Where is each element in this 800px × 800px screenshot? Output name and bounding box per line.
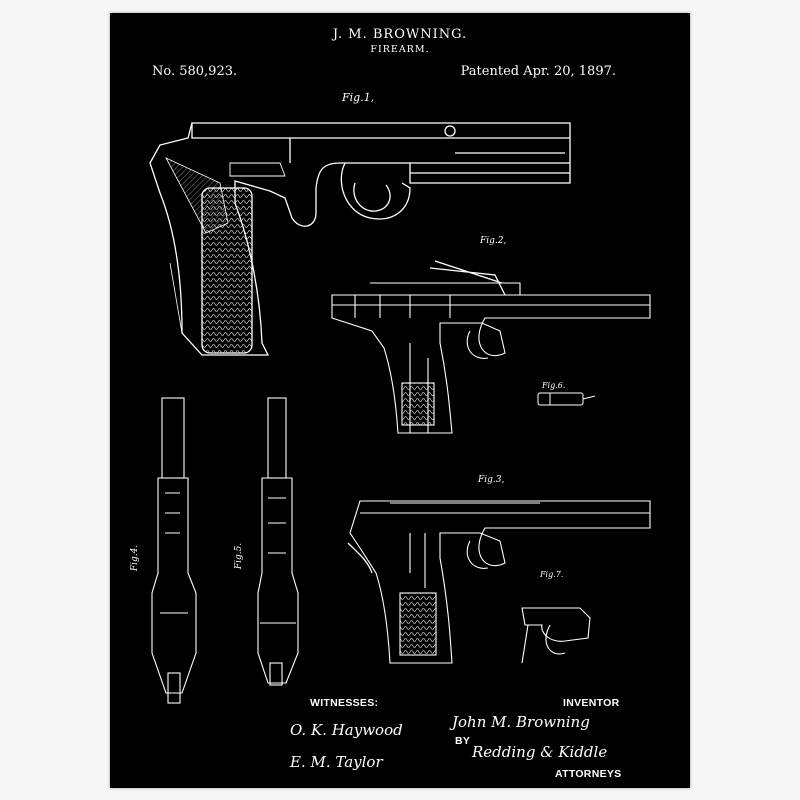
by-label: BY (455, 735, 471, 747)
inventor-signature: John M. Browning (452, 713, 590, 731)
fig4-vertical-drawing (151, 397, 197, 704)
fig3-pistol-drawing (347, 500, 651, 664)
fig2-label: Fig.2, (480, 236, 507, 246)
patent-subject: FIREARM. (370, 44, 430, 55)
patent-drawings (149, 122, 651, 704)
attorneys-signature: Redding & Kiddle (472, 743, 608, 761)
patent-poster: J. M. BROWNING. FIREARM. No. 580,923. Pa… (110, 13, 690, 788)
patent-inventor-heading: J. M. BROWNING. (332, 27, 468, 42)
fig6-label: Fig.6. (542, 381, 566, 390)
fig3-label: Fig.3, (478, 475, 505, 485)
witnesses-label: WITNESSES: (310, 697, 379, 709)
fig1-label: Fig.1, (342, 91, 375, 104)
witness2-signature: E. M. Taylor (290, 753, 383, 771)
fig2-pistol-drawing (331, 260, 651, 434)
inventor-label: INVENTOR (563, 697, 620, 709)
attorneys-label: ATTORNEYS (555, 768, 622, 780)
fig5-vertical-drawing (257, 397, 299, 686)
witness1-signature: O. K. Haywood (290, 721, 403, 739)
fig1-pistol-drawing (149, 122, 571, 356)
fig7-label: Fig.7. (540, 570, 564, 579)
fig7-part-drawing (521, 607, 591, 664)
patent-number: No. 580,923. (152, 64, 238, 79)
fig6-part-drawing (537, 392, 596, 406)
patent-date: Patented Apr. 20, 1897. (460, 64, 616, 79)
